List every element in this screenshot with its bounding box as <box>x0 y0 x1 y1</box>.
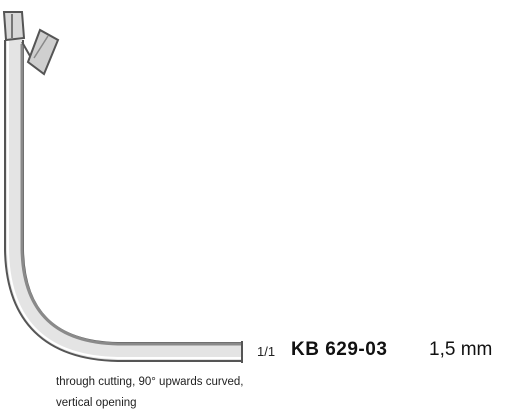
cutting-tip <box>2 11 60 76</box>
instrument-shaft <box>4 40 242 362</box>
size-label: 1,5 mm <box>429 339 493 360</box>
description-line-2: vertical opening <box>56 397 137 409</box>
model-number: KB 629-03 <box>291 339 388 360</box>
description-line-1: through cutting, 90° upwards curved, <box>56 376 244 388</box>
scale-label: 1/1 <box>257 344 276 359</box>
product-description: through cutting, 90° upwards curved, ver… <box>56 372 243 414</box>
